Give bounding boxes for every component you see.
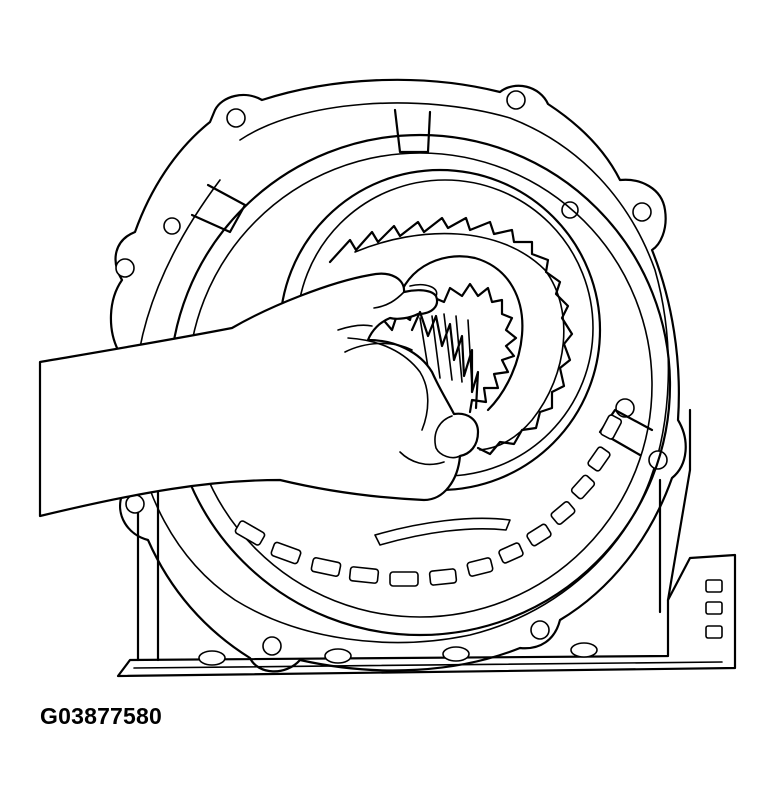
clutch-plate-outer <box>328 216 574 456</box>
gear-teeth-front <box>344 310 480 410</box>
base-bosses <box>198 642 598 666</box>
ring-slots <box>234 414 623 587</box>
figure-code-label: G03877580 <box>40 703 163 729</box>
hand-arm <box>38 272 480 518</box>
housing-base <box>116 408 737 678</box>
